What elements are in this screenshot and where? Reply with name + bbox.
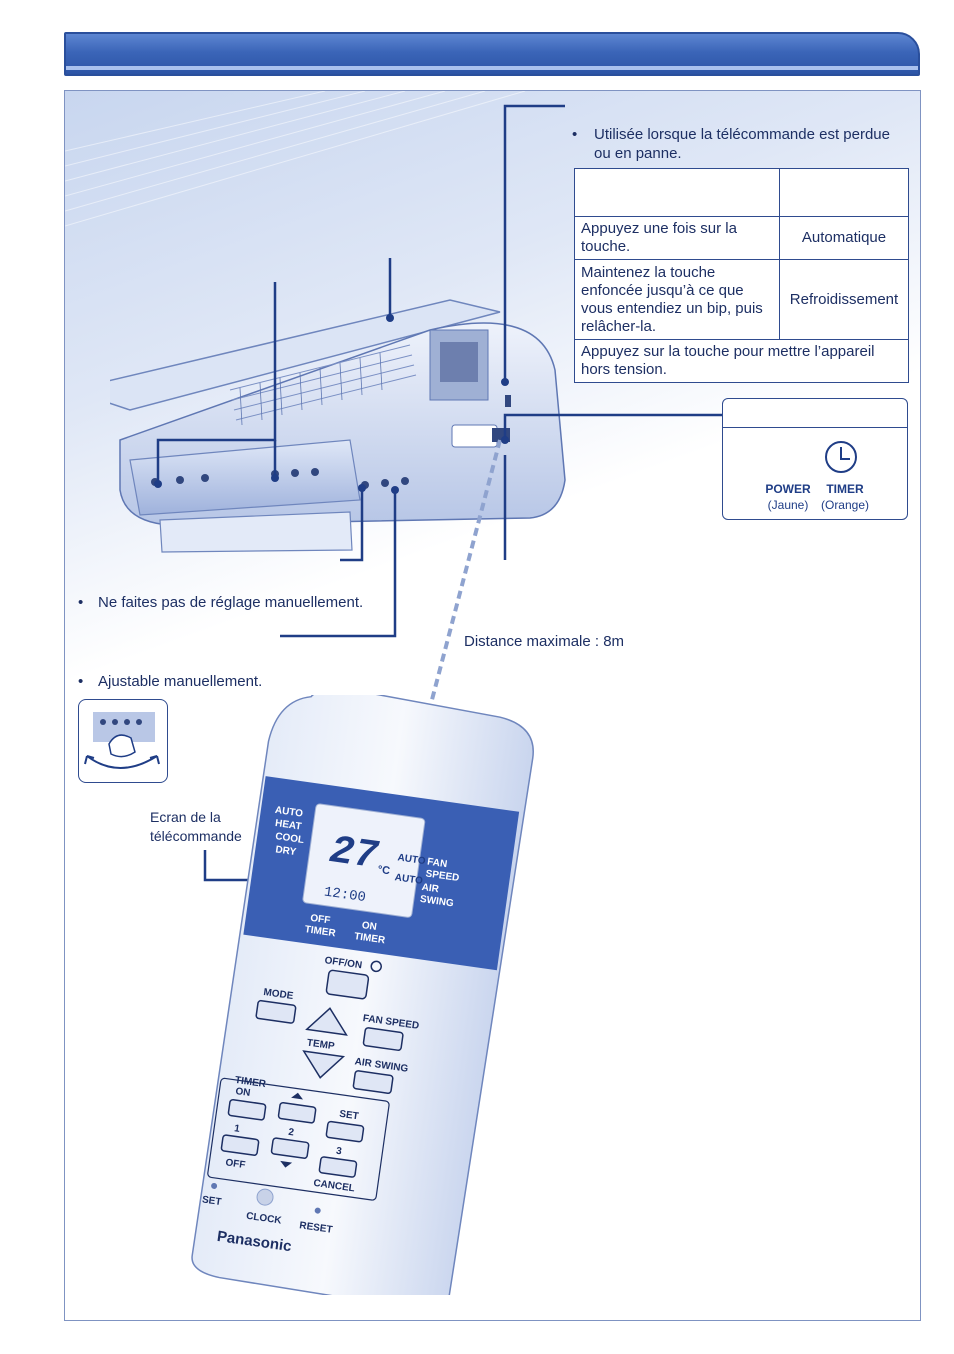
fan-speed-button[interactable] — [362, 1027, 404, 1051]
lcd-on-timer-2: TIMER — [353, 931, 386, 946]
timer-set-button[interactable] — [325, 1120, 365, 1143]
set-label: SET — [201, 1194, 222, 1208]
header-bar — [64, 32, 920, 76]
remote-display-note: Ecran de la télécommande — [150, 809, 242, 844]
table-header-mode — [779, 168, 909, 217]
mode-label: MODE — [263, 987, 295, 1002]
timer-indicator-label: TIMER — [826, 482, 864, 496]
power-icon — [370, 960, 382, 973]
lcd-auto-1: AUTO — [397, 852, 427, 867]
timer-label: TIMER — [234, 1075, 267, 1090]
lcd-mode-heat: HEAT — [274, 818, 302, 833]
timer-3-label: 3 — [335, 1146, 342, 1158]
manual-adjust-illustration — [78, 699, 168, 783]
indicator-divider — [723, 427, 907, 428]
air-conditioner-illustration — [110, 299, 566, 553]
lcd-mode-auto: AUTO — [274, 805, 304, 820]
remote-control: AUTO HEAT COOL DRY 27 °C AUTO AUTO 12:00… — [191, 695, 534, 1295]
lcd-off-timer-2: TIMER — [304, 924, 337, 939]
lcd-clock: 12:00 — [323, 884, 367, 906]
table-cell: Appuyez une fois sur la touche. — [574, 216, 780, 260]
background-stripes — [65, 91, 526, 227]
set-btn-label: SET — [339, 1109, 360, 1123]
no-manual-note: •Ne faites pas de réglage manuellement. — [78, 594, 364, 611]
emergency-mode-table: Appuyez une fois sur la touche. Automati… — [574, 168, 909, 383]
offon-label: OFF/ON — [324, 955, 363, 971]
lcd-air-2: SWING — [419, 894, 454, 910]
time-up-button[interactable] — [277, 1101, 317, 1124]
up-arrow-icon — [291, 1092, 304, 1100]
on-label: ON — [235, 1086, 251, 1099]
lcd-auto-2: AUTO — [394, 872, 424, 887]
table-cell: Automatique — [779, 216, 909, 260]
power-indicator-label: POWER — [765, 482, 811, 496]
table-cell: Appuyez sur la touche pour mettre l’appa… — [574, 339, 909, 383]
timer-off-button[interactable] — [220, 1134, 260, 1156]
lcd-off-timer-1: OFF — [310, 913, 331, 927]
timer-clock-icon — [825, 441, 857, 473]
lcd-fan-1: FAN — [427, 857, 448, 871]
emergency-note: •Utilisée lorsque la télécommande est pe… — [572, 125, 902, 163]
lcd-air-1: AIR — [421, 882, 440, 895]
lcd-mode-cool: COOL — [275, 831, 305, 846]
lcd-mode-labels: AUTO HEAT COOL DRY — [274, 805, 305, 858]
offon-button[interactable] — [325, 969, 370, 1000]
reset-pinhole[interactable] — [314, 1207, 321, 1214]
temp-down-button[interactable] — [300, 1050, 346, 1080]
lcd-temperature: 27 — [327, 829, 382, 880]
reset-label: RESET — [299, 1220, 334, 1236]
table-cell: Refroidissement — [779, 259, 909, 340]
timer-1-label: 1 — [234, 1123, 241, 1135]
time-down-button[interactable] — [270, 1137, 310, 1159]
emergency-note-text: Utilisée lorsque la télécommande est per… — [594, 126, 890, 162]
timer-indicator-color: (Orange) — [820, 498, 870, 512]
distance-note: Distance maximale : 8m — [464, 633, 625, 650]
timer-on-button[interactable] — [227, 1098, 267, 1121]
table-cell: Maintenez la touche enfoncée jusqu’à ce … — [574, 259, 780, 340]
temp-up-button[interactable] — [305, 1006, 350, 1036]
hand-adjust-icon — [84, 712, 160, 769]
temp-label: TEMP — [306, 1038, 335, 1053]
clock-button[interactable] — [256, 1188, 274, 1206]
no-manual-note-text: Ne faites pas de réglage manuellement. — [98, 594, 364, 611]
down-arrow-icon — [280, 1160, 293, 1168]
power-indicator-color: (Jaune) — [767, 498, 809, 512]
adjustable-note-text: Ajustable manuellement. — [98, 673, 263, 690]
mode-button[interactable] — [255, 999, 297, 1024]
air-swing-button[interactable] — [352, 1070, 394, 1094]
adjustable-note: •Ajustable manuellement. — [78, 673, 263, 690]
timer-group — [207, 1077, 390, 1201]
timer-2-label: 2 — [288, 1127, 295, 1139]
lcd-fan-2: SPEED — [425, 868, 460, 884]
off-label: OFF — [225, 1157, 246, 1171]
indicator-box: POWER (Jaune) TIMER (Orange) — [722, 398, 908, 520]
clock-label: CLOCK — [245, 1211, 283, 1227]
timer-cancel-button[interactable] — [318, 1156, 358, 1178]
lcd-mode-dry: DRY — [275, 844, 297, 858]
set-pinhole[interactable] — [211, 1182, 218, 1190]
lcd-on-timer-1: ON — [361, 920, 377, 933]
table-header-operation — [574, 168, 780, 217]
lcd-unit: °C — [377, 864, 391, 878]
